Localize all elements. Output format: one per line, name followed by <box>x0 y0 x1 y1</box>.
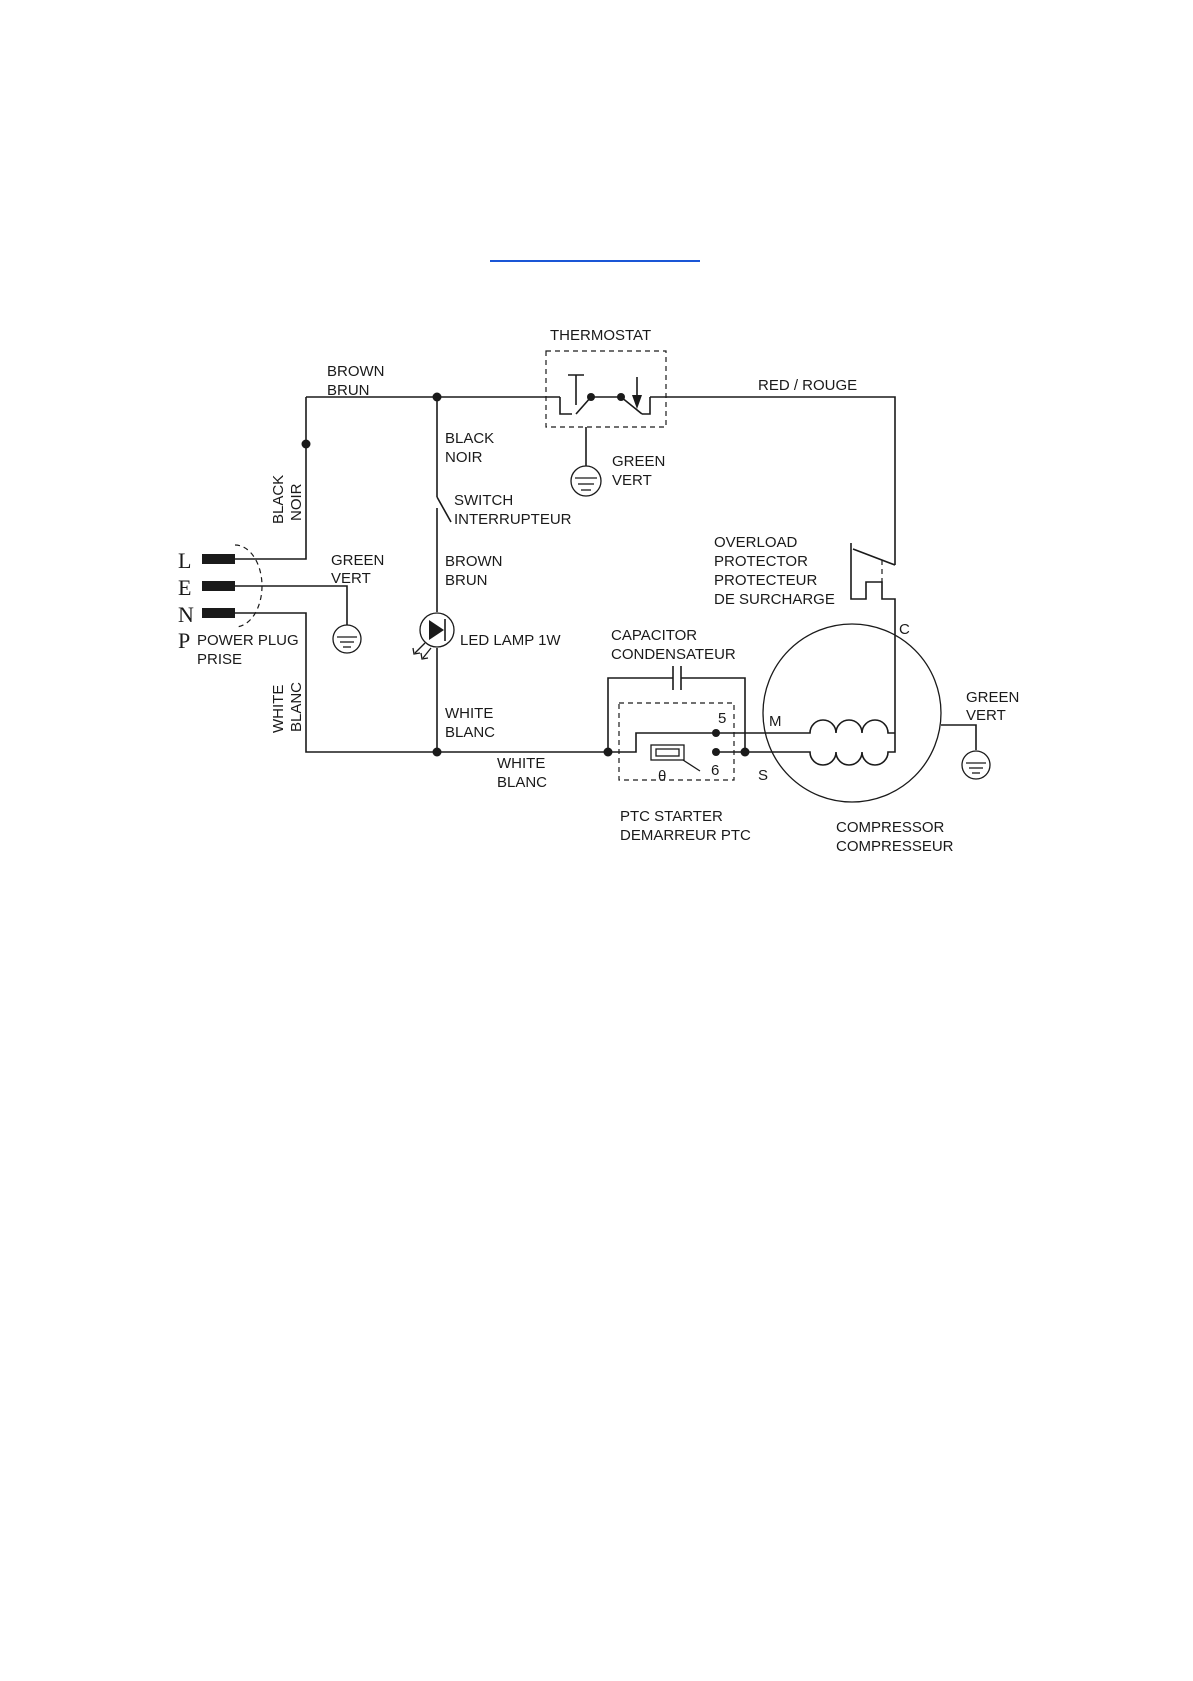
label-thermostat: THERMOSTAT <box>550 327 651 344</box>
plug-letter-P: P <box>178 628 190 653</box>
label-power-plug: PRISE <box>197 651 242 668</box>
plug-letter-L: L <box>178 548 191 573</box>
label-red-rouge: RED / ROUGE <box>758 377 857 394</box>
ground-symbol-thermostat <box>570 465 602 497</box>
label-theta: θ <box>658 768 666 785</box>
label-pin-5: 5 <box>718 710 726 727</box>
label-comp-ground: GREEN <box>966 689 1019 706</box>
ground-symbol-plug <box>332 624 362 654</box>
label-pin-6: 6 <box>711 762 719 779</box>
junction-dot <box>432 747 442 757</box>
label-overload: PROTECTEUR <box>714 572 818 589</box>
label-brown-top: BRUN <box>327 382 370 399</box>
wire-black-left <box>235 397 307 560</box>
label-white-bottom: BLANC <box>497 774 547 791</box>
junction-dot <box>432 392 442 402</box>
wire-plug-ground <box>235 585 348 625</box>
label-black-vertical: NOIR <box>288 483 305 521</box>
label-terminal-s: S <box>758 767 768 784</box>
label-brown-mid: BROWN <box>445 553 503 570</box>
label-switch: SWITCH <box>454 492 513 509</box>
plug-housing <box>234 544 263 628</box>
overload-protector-symbol <box>850 543 896 741</box>
label-white-vertical: WHITE <box>270 685 287 733</box>
label-brown-top: BROWN <box>327 363 385 380</box>
switch-blade <box>436 496 452 523</box>
wire-comp-ground <box>941 724 977 750</box>
label-plug-ground: GREEN <box>331 552 384 569</box>
label-white-vertical: BLANC <box>288 682 305 732</box>
compressor-circle <box>762 623 942 803</box>
label-overload: DE SURCHARGE <box>714 591 835 608</box>
plug-pin-N <box>202 608 235 618</box>
ptc-starter-box <box>618 702 735 781</box>
label-compressor: COMPRESSEUR <box>836 838 954 855</box>
compressor-windings <box>713 719 896 766</box>
wire-red-rouge <box>650 396 896 565</box>
led-lamp-symbol <box>412 612 455 660</box>
plug-pin-L <box>202 554 235 564</box>
label-terminal-m: M <box>769 713 782 730</box>
label-switch: INTERRUPTEUR <box>454 511 572 528</box>
label-black-noir: BLACK <box>445 430 494 447</box>
label-white-mid: BLANC <box>445 724 495 741</box>
label-brown-mid: BRUN <box>445 572 488 589</box>
label-plug-ground: VERT <box>331 570 371 587</box>
label-overload: PROTECTOR <box>714 553 808 570</box>
label-capacitor: CAPACITOR <box>611 627 697 644</box>
ptc-starter-internals <box>608 729 745 772</box>
plug-letter-E: E <box>178 575 191 600</box>
label-capacitor: CONDENSATEUR <box>611 646 736 663</box>
label-power-plug: POWER PLUG <box>197 632 299 649</box>
ground-symbol-compressor <box>961 750 991 780</box>
label-led-lamp: LED LAMP 1W <box>460 632 561 649</box>
label-black-vertical: BLACK <box>270 475 287 524</box>
plug-letter-N: N <box>178 602 194 627</box>
label-ptc-starter: DEMARREUR PTC <box>620 827 751 844</box>
label-compressor: COMPRESSOR <box>836 819 945 836</box>
label-white-mid: WHITE <box>445 705 493 722</box>
thermostat-box <box>545 350 667 428</box>
label-comp-ground: VERT <box>966 707 1006 724</box>
label-white-bottom: WHITE <box>497 755 545 772</box>
label-therm-ground: GREEN <box>612 453 665 470</box>
label-ptc-starter: PTC STARTER <box>620 808 723 825</box>
plug-pin-E <box>202 581 235 591</box>
capacitor-symbol <box>607 666 746 752</box>
label-black-noir: NOIR <box>445 449 483 466</box>
label-terminal-c: C <box>899 621 910 638</box>
wire-white-left <box>235 612 608 753</box>
junction-dot <box>301 439 311 449</box>
label-overload: OVERLOAD <box>714 534 798 551</box>
thermostat-contacts <box>559 374 651 415</box>
label-therm-ground: VERT <box>612 472 652 489</box>
